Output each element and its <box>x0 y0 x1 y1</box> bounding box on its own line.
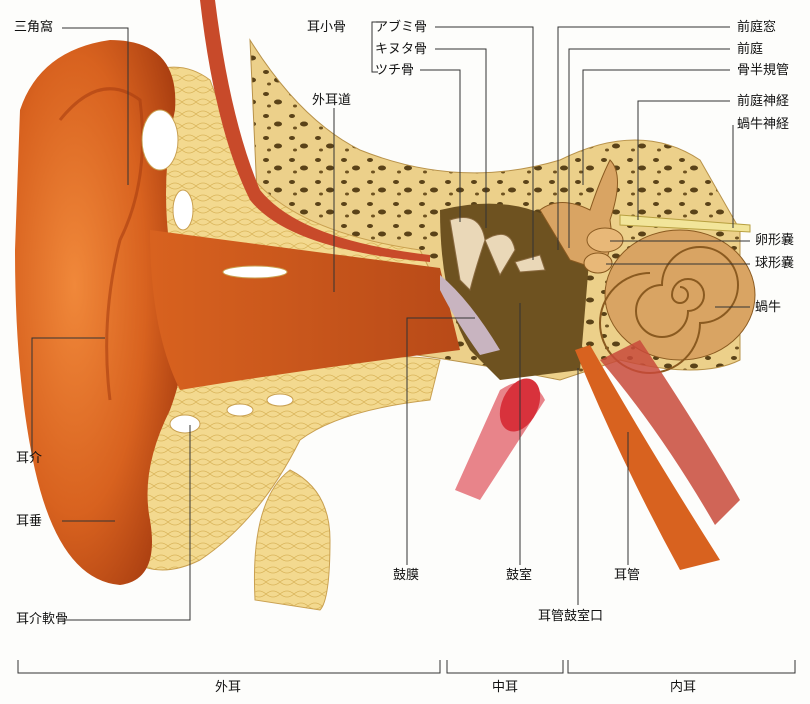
ossicles <box>449 217 546 291</box>
label-earlobe: 耳垂 <box>16 514 43 529</box>
label-saccule: 球形嚢 <box>755 256 795 271</box>
section-inner-ear: 内耳 <box>670 680 697 695</box>
label-tubal-opening: 耳管鼓室口 <box>538 609 604 624</box>
label-ossicles: 耳小骨 <box>307 20 347 35</box>
label-oval-window: 前庭窓 <box>737 20 777 35</box>
eardrum <box>440 275 500 355</box>
eustachian-tube <box>575 345 720 570</box>
nerve <box>619 214 751 233</box>
label-auricular-cartilage: 耳介軟骨 <box>16 612 69 627</box>
label-ear-canal: 外耳道 <box>312 93 352 108</box>
label-utricle: 卵形嚢 <box>755 233 795 248</box>
label-cochlear-nerve: 蝸牛神経 <box>737 117 790 132</box>
section-middle-ear: 中耳 <box>492 680 519 695</box>
fat-pad <box>253 469 331 611</box>
leader-lines <box>17 21 796 674</box>
label-incus: キヌタ骨 <box>375 42 428 57</box>
label-eardrum: 鼓膜 <box>393 568 420 583</box>
utricle <box>586 227 624 253</box>
label-stapes: アブミ骨 <box>375 20 428 35</box>
label-vestibular-nerve: 前庭神経 <box>737 94 790 109</box>
section-outer-ear: 外耳 <box>215 680 242 695</box>
label-semicircular-canals: 骨半規管 <box>737 63 790 78</box>
label-triangular-fossa: 三角窩 <box>14 20 54 35</box>
label-malleus: ツチ骨 <box>375 63 415 78</box>
label-cochlea: 蝸牛 <box>755 300 782 315</box>
label-vestibule: 前庭 <box>737 42 764 57</box>
label-tympanic-cavity: 鼓室 <box>506 568 533 583</box>
label-eustachian-tube: 耳管 <box>614 568 641 583</box>
saccule <box>583 252 613 274</box>
auricle <box>15 40 185 585</box>
label-auricle: 耳介 <box>16 451 43 466</box>
